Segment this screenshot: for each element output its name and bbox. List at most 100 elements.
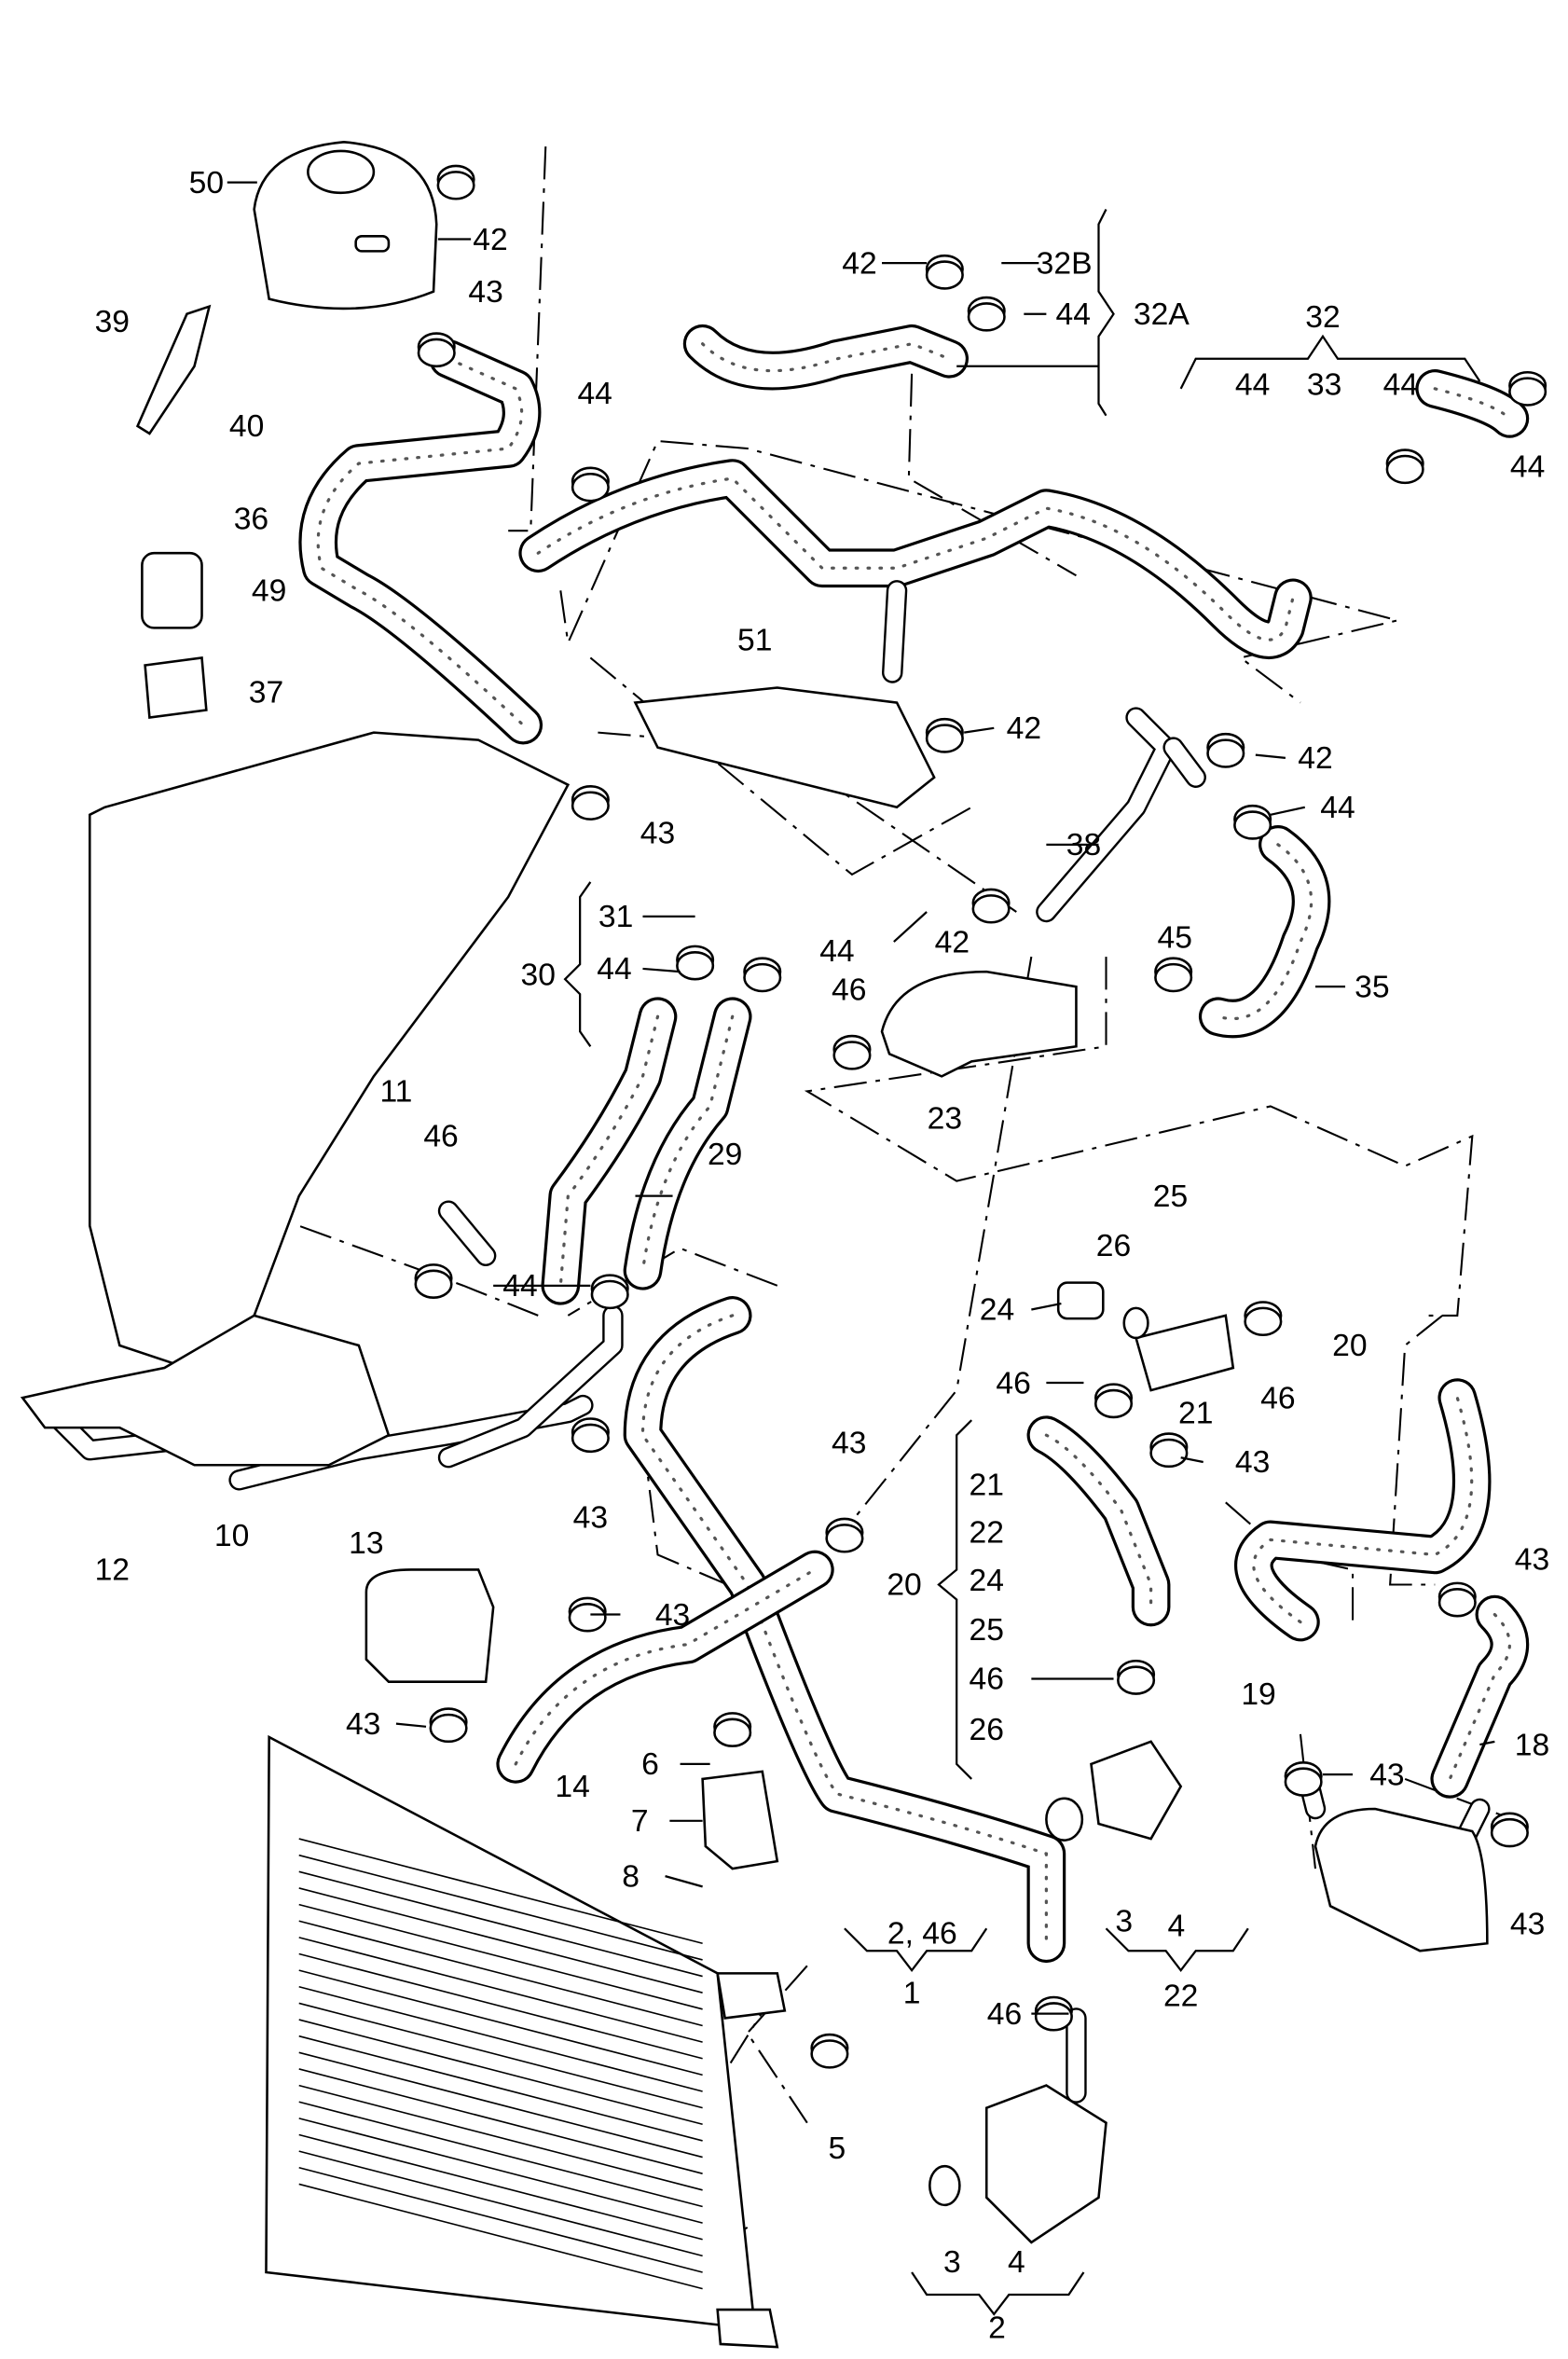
hose-clamp [417, 332, 456, 368]
hoses [34, 324, 1530, 2104]
seal-26 [1122, 1306, 1149, 1340]
coolant-flange-10 [20, 1314, 391, 1467]
hose [623, 997, 752, 1290]
fin [298, 1870, 703, 1978]
hose-clamp [414, 1263, 453, 1299]
part-number-label: 8 [622, 1859, 640, 1894]
fin [298, 2035, 703, 2142]
part-number-label: 31 [598, 900, 633, 934]
part-number-label: 42 [935, 925, 970, 959]
part-number-label: 3 [943, 2245, 961, 2280]
part-number-label: 43 [655, 1598, 690, 1633]
leader-line [395, 1722, 427, 1728]
fin [298, 1887, 703, 1993]
hose-clamp [1385, 448, 1424, 485]
part-number-label: 23 [928, 1101, 962, 1136]
bracket-39 [135, 304, 212, 435]
o-ring-3-upper [1045, 1797, 1084, 1842]
hose-clamp [1154, 957, 1193, 993]
part-number-label: 49 [252, 574, 286, 609]
part-number-label: 44 [577, 377, 612, 411]
group-brace [844, 1927, 988, 1972]
part-number-label: 51 [737, 623, 772, 657]
group-brace [937, 1419, 973, 1780]
part-number-label: 43 [1369, 1758, 1404, 1792]
plug-24 [1056, 1281, 1105, 1320]
part-number-label: 7 [631, 1804, 649, 1839]
part-number-label: 43 [573, 1501, 608, 1536]
fin [298, 1854, 703, 1961]
part-number-label: 39 [95, 305, 130, 339]
fin [298, 1903, 703, 2010]
part-number-label: 43 [1235, 1445, 1270, 1480]
o-ring-3-lower [928, 2164, 961, 2207]
hose-clamp [925, 254, 964, 290]
part-number-label: 29 [708, 1138, 742, 1172]
fin [298, 2051, 703, 2159]
hose [1415, 369, 1530, 438]
hose-clamp [1490, 1812, 1529, 1848]
part-number-label: 22 [1163, 1980, 1198, 2014]
flange-23 [880, 970, 1078, 1078]
radiator-fins [298, 1838, 703, 2290]
part-number-label: 14 [555, 1770, 589, 1804]
hose-clamp [1149, 1432, 1189, 1469]
part-number-label: 24 [980, 1293, 1014, 1328]
part-number-label: 40 [229, 409, 264, 444]
part-number-label: 2, 46 [887, 1916, 957, 1951]
part-number-label: 32 [1305, 300, 1340, 335]
part-number-label: 43 [640, 816, 675, 850]
part-number-label: 11 [379, 1075, 412, 1110]
part-number-label: 45 [1158, 920, 1192, 955]
part-number-label: 13 [349, 1526, 383, 1561]
hose-clamp [1034, 1995, 1073, 2032]
part-number-label: 20 [1332, 1329, 1367, 1363]
part-number-label: 50 [189, 166, 224, 200]
part-number-label: 26 [970, 1713, 1004, 1747]
part-number-label: 44 [1235, 367, 1270, 402]
part-number-label: 30 [521, 959, 556, 993]
hose-clamp [967, 296, 1006, 332]
leader-line [893, 911, 928, 943]
hose-clamp [925, 717, 964, 753]
hose-clamp [1233, 804, 1272, 840]
fin [298, 1986, 703, 2092]
part-number-label: 46 [832, 973, 866, 1008]
radiator [265, 1734, 757, 2331]
hose [1198, 825, 1331, 1039]
part-number-label: 44 [597, 952, 631, 986]
fin [298, 2183, 703, 2290]
bracket-37 [144, 656, 208, 720]
group-brace [1179, 334, 1481, 390]
components [20, 141, 1489, 2349]
part-number-label: 44 [1510, 449, 1545, 484]
bracket-7 [701, 1770, 779, 1870]
hose [623, 1296, 1066, 1964]
part-number-label: 42 [1007, 711, 1041, 746]
part-number-label: 44 [502, 1269, 537, 1304]
hose-clamp [1244, 1301, 1283, 1337]
part-number-label: 46 [987, 1997, 1022, 2032]
hose-clamp [571, 785, 610, 821]
leader-line [1255, 753, 1286, 759]
part-number-label: 20 [887, 1568, 921, 1603]
part-number-label: 44 [1383, 367, 1418, 402]
group-brace [911, 2271, 1085, 2316]
leader-line [1180, 1456, 1204, 1464]
tank-level-window [354, 235, 391, 253]
part-number-label: 43 [468, 275, 502, 310]
part-number-label: 22 [970, 1516, 1004, 1551]
part-number-label: 6 [641, 1747, 659, 1782]
part-number-label: 10 [214, 1519, 249, 1553]
hose-clamp [1206, 732, 1245, 768]
part-number-label: 46 [423, 1120, 458, 1154]
part-number-label: 46 [970, 1662, 1004, 1697]
part-number-label: 2 [988, 2311, 1006, 2346]
hose [541, 997, 678, 1305]
part-number-label: 32B [1037, 246, 1093, 281]
part-number-label: 43 [832, 1426, 866, 1460]
hose [437, 1200, 497, 1266]
part-number-label: 18 [1515, 1728, 1549, 1762]
leader-line [665, 1875, 703, 1888]
